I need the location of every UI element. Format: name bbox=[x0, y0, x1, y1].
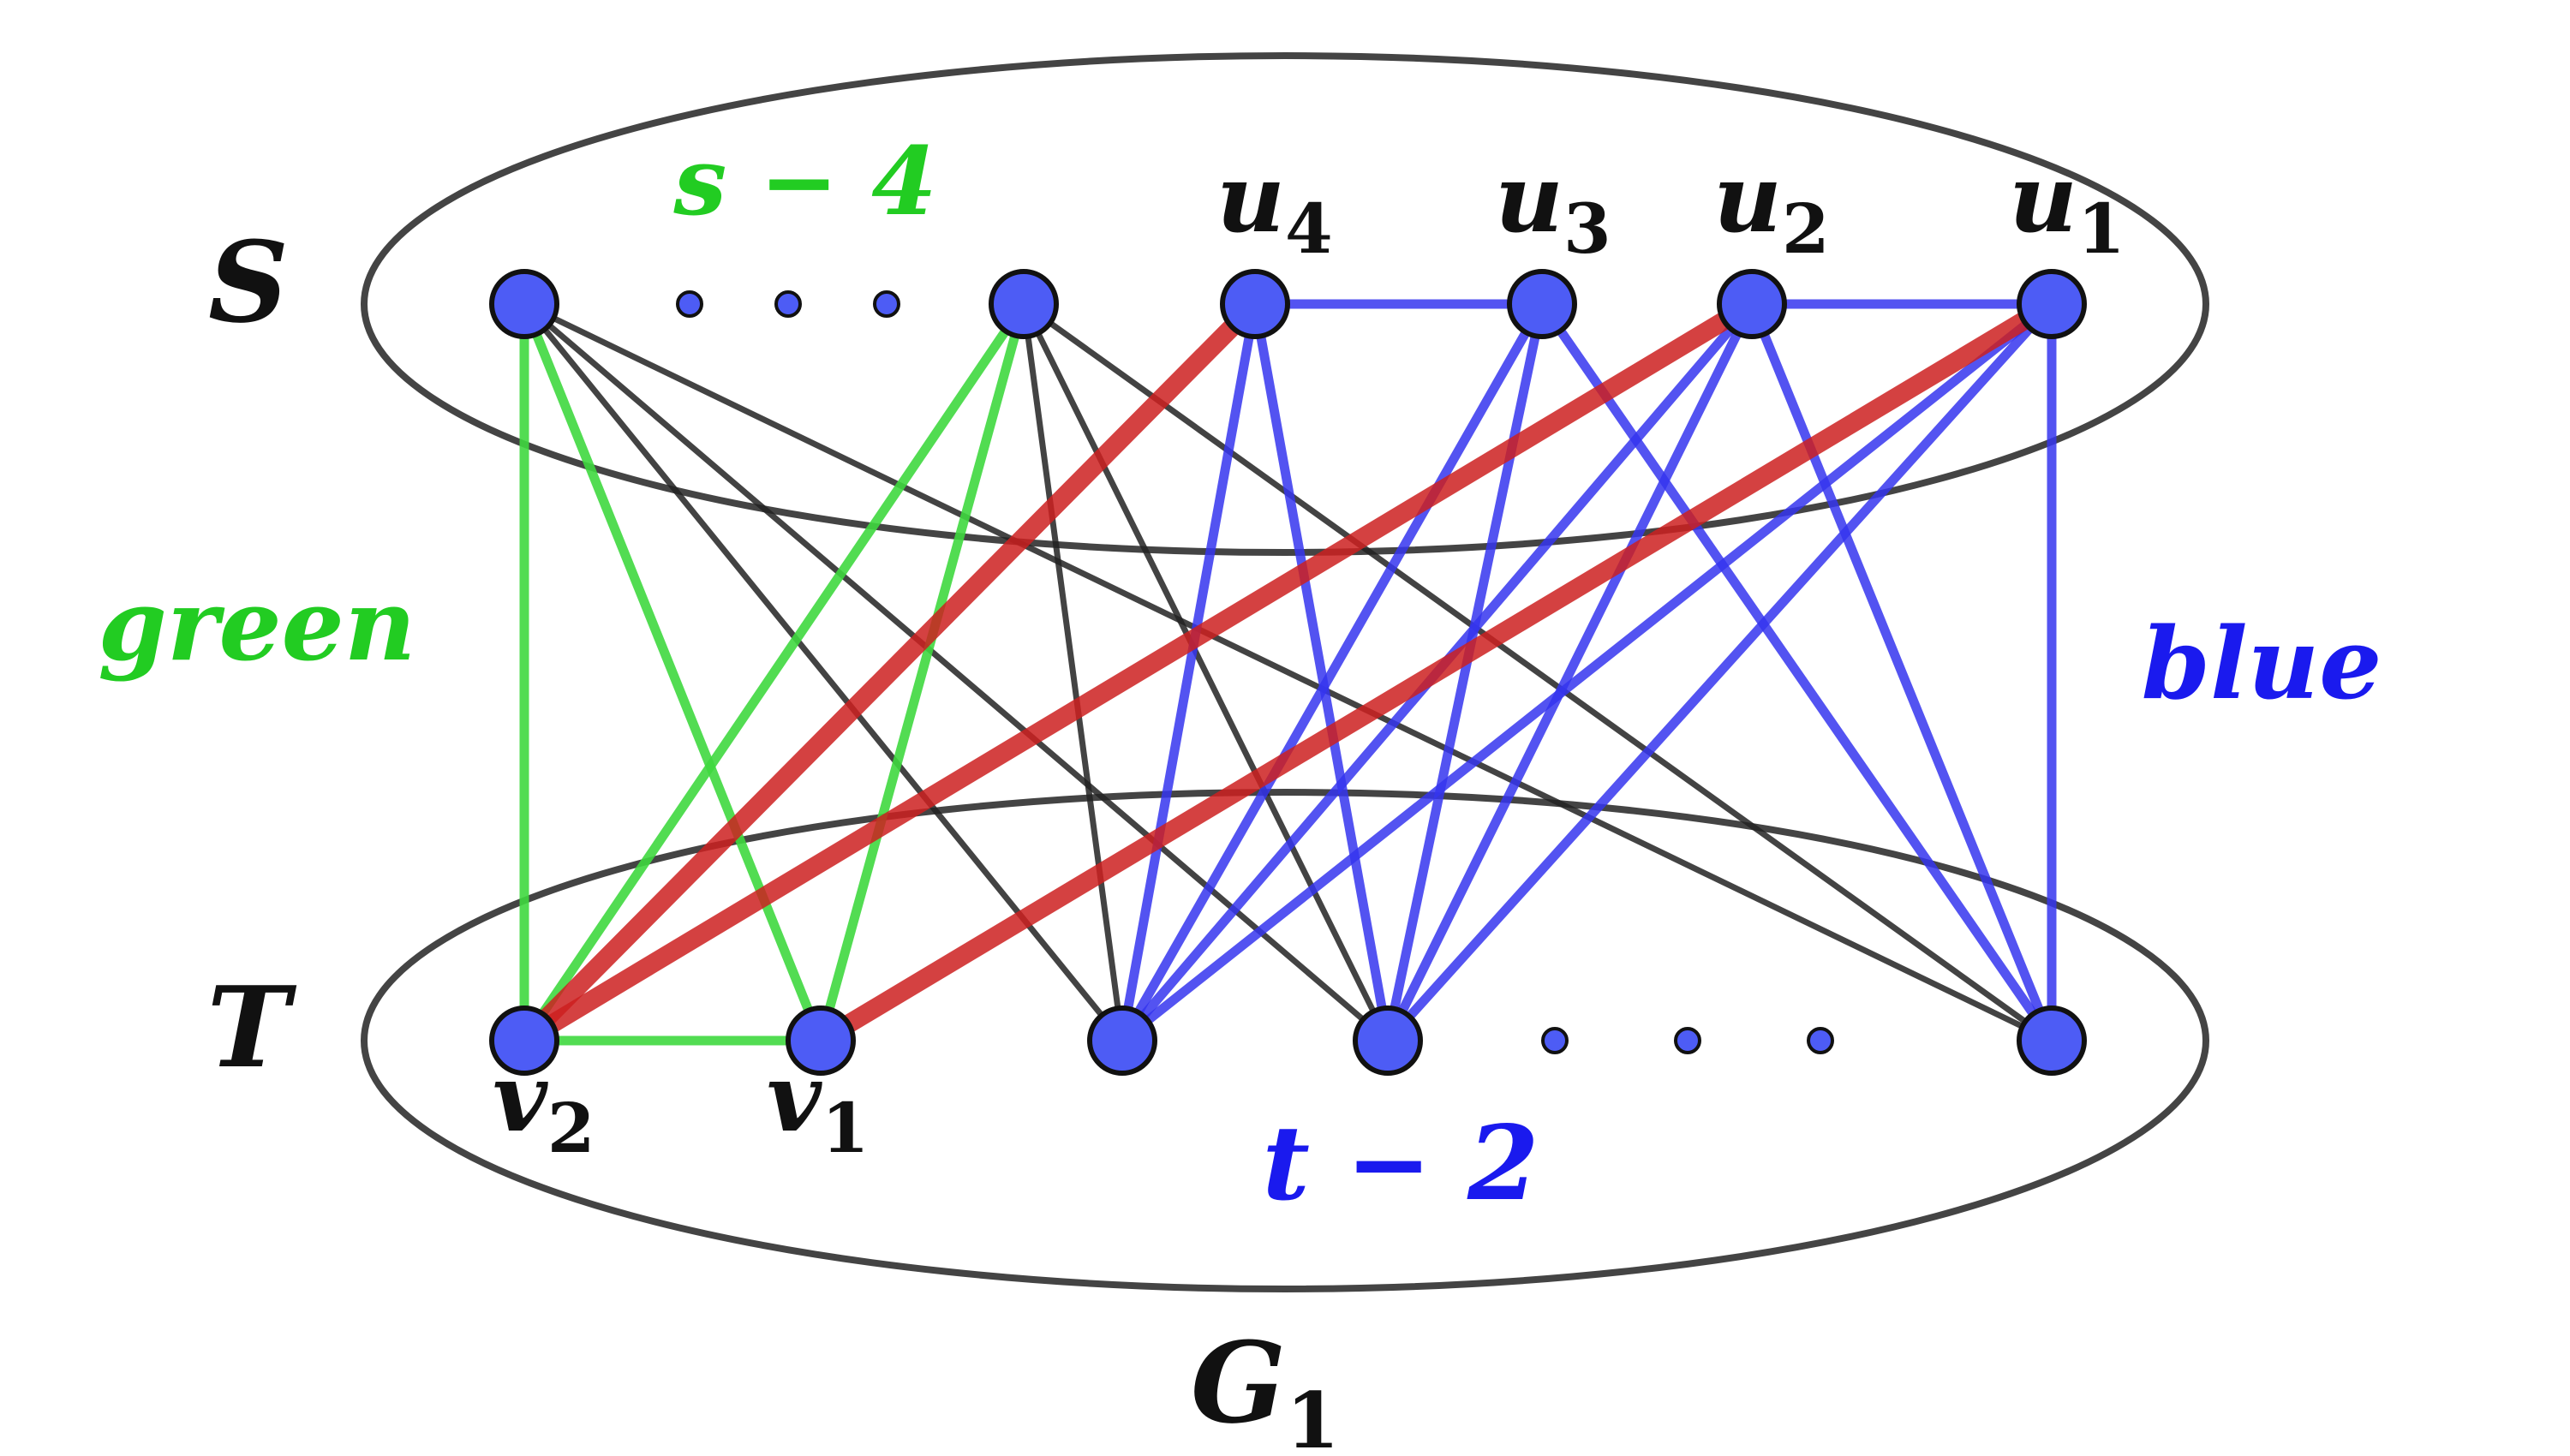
vertex-label-u2: u2 bbox=[1713, 143, 1830, 269]
blue-edge-u4-t-a bbox=[1117, 299, 1260, 1046]
count-label-t: t − 2 bbox=[1262, 1103, 1539, 1224]
blue-edge-u3-t-a bbox=[1117, 299, 1547, 1046]
green-edge-s-last-v1 bbox=[816, 299, 1029, 1046]
set-T-ellipse bbox=[361, 789, 2209, 1292]
vertex-s-last bbox=[989, 269, 1059, 339]
vertex-v1 bbox=[786, 1005, 856, 1076]
vertex-label-v1: v1 bbox=[767, 1042, 870, 1168]
vertex-t-a bbox=[1087, 1005, 1157, 1076]
vertices bbox=[489, 269, 2087, 1076]
black-edge-s-last-t-a bbox=[1020, 301, 1126, 1044]
set-S-ellipse bbox=[361, 52, 2209, 556]
black-edge-s-first-t-a bbox=[521, 301, 1126, 1044]
t-ellipsis-dots bbox=[1541, 1027, 1834, 1054]
blue-edge-u1-t-b bbox=[1383, 299, 2057, 1046]
blue-edge-u2-t-last bbox=[1747, 299, 2057, 1046]
vertex-v2 bbox=[489, 1005, 559, 1076]
vertex-u4 bbox=[1220, 269, 1290, 339]
red-edges bbox=[515, 295, 2061, 1050]
vertex-u1 bbox=[2017, 269, 2087, 339]
black-edge-s-first-t-last bbox=[521, 301, 2055, 1044]
vertex-u2 bbox=[1717, 269, 1787, 339]
vertex-t-last bbox=[2017, 1005, 2087, 1076]
vertex-s-first bbox=[489, 269, 559, 339]
vertex-label-u4: u4 bbox=[1216, 143, 1333, 269]
green-edges bbox=[519, 299, 1029, 1046]
count-label-s: s − 4 bbox=[672, 126, 936, 236]
blue-edge-u3-t-last bbox=[1537, 299, 2057, 1046]
vertex-u3 bbox=[1507, 269, 1577, 339]
red-edge-u4-v2 bbox=[515, 295, 1264, 1050]
blue-edge-u1-t-a bbox=[1117, 299, 2057, 1046]
blue-edge-u2-t-b bbox=[1383, 299, 1757, 1046]
color-label-blue: blue bbox=[2142, 606, 2382, 722]
blue-edges bbox=[1117, 299, 2057, 1046]
black-edge-s-first-t-b bbox=[521, 301, 1391, 1044]
black-edges bbox=[521, 301, 2055, 1044]
part-label-T: T bbox=[207, 962, 297, 1093]
vertex-label-u3: u3 bbox=[1495, 143, 1611, 269]
color-label-green: green bbox=[99, 568, 416, 683]
part-label-S: S bbox=[208, 217, 289, 348]
vertex-label-u1: u1 bbox=[2009, 143, 2125, 269]
green-edge-s-last-v2 bbox=[519, 299, 1029, 1046]
vertex-t-b bbox=[1353, 1005, 1423, 1076]
vertex-label-v2: v2 bbox=[493, 1042, 595, 1168]
blue-edge-u4-t-b bbox=[1250, 299, 1393, 1046]
red-edge-u2-v2 bbox=[515, 295, 1761, 1050]
s-ellipsis-dots bbox=[676, 290, 900, 318]
graph-label: G1 bbox=[1191, 1317, 1340, 1456]
black-edge-s-last-t-b bbox=[1020, 301, 1391, 1044]
black-edge-s-last-t-last bbox=[1020, 301, 2055, 1044]
green-edge-s-first-v1 bbox=[519, 299, 826, 1046]
red-edge-u1-v1 bbox=[811, 295, 2061, 1050]
blue-edge-u3-t-b bbox=[1383, 299, 1547, 1046]
